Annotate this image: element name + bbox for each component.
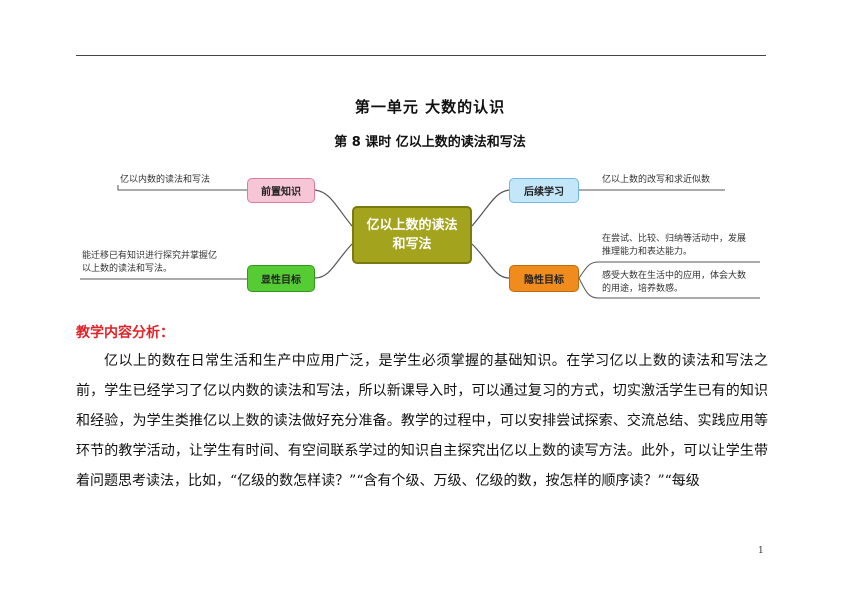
lesson-title: 第 8 课时 亿以上数的读法和写法 (334, 135, 526, 150)
node-implicit-goal: 隐性目标 (509, 265, 579, 292)
mind-map-center-node: 亿以上数的读法和写法 (352, 206, 472, 264)
connector-explicit (314, 243, 353, 279)
node-prior-knowledge: 前置知识 (247, 178, 315, 203)
connector-implicit (471, 243, 510, 279)
top-rule (76, 55, 766, 56)
connector-prior (314, 189, 353, 227)
page-number: 1 (758, 546, 764, 556)
leaf-implicit-goal-2: 感受大数在生活中的应用，体会大数的用途，培养数感。 (602, 271, 747, 294)
content-analysis-paragraph: 亿以上的数在日常生活和生产中应用广泛，是学生必须掌握的基础知识。在学习亿以上数的… (76, 353, 768, 489)
leaf-line-implicit-1 (578, 261, 760, 279)
leaf-implicit-goal-1: 在尝试、比较、归纳等活动中，发展推理能力和表达能力。 (602, 234, 747, 257)
leaf-line-implicit-2 (578, 277, 760, 299)
section-heading: 教学内容分析： (76, 325, 174, 341)
connector-follow (471, 189, 510, 227)
node-follow-up: 后续学习 (509, 178, 579, 203)
leaf-line-prior (117, 185, 247, 191)
leaf-follow-up: 亿以上数的改写和求近似数 (602, 175, 711, 185)
node-explicit-goal: 显性目标 (247, 265, 315, 292)
leaf-explicit-goal: 能迁移已有知识进行探究并掌握亿以上数的读法和写法。 (82, 251, 218, 274)
leaf-prior-knowledge: 亿以内数的读法和写法 (120, 175, 211, 185)
unit-title: 第一单元 大数的认识 (354, 98, 506, 116)
